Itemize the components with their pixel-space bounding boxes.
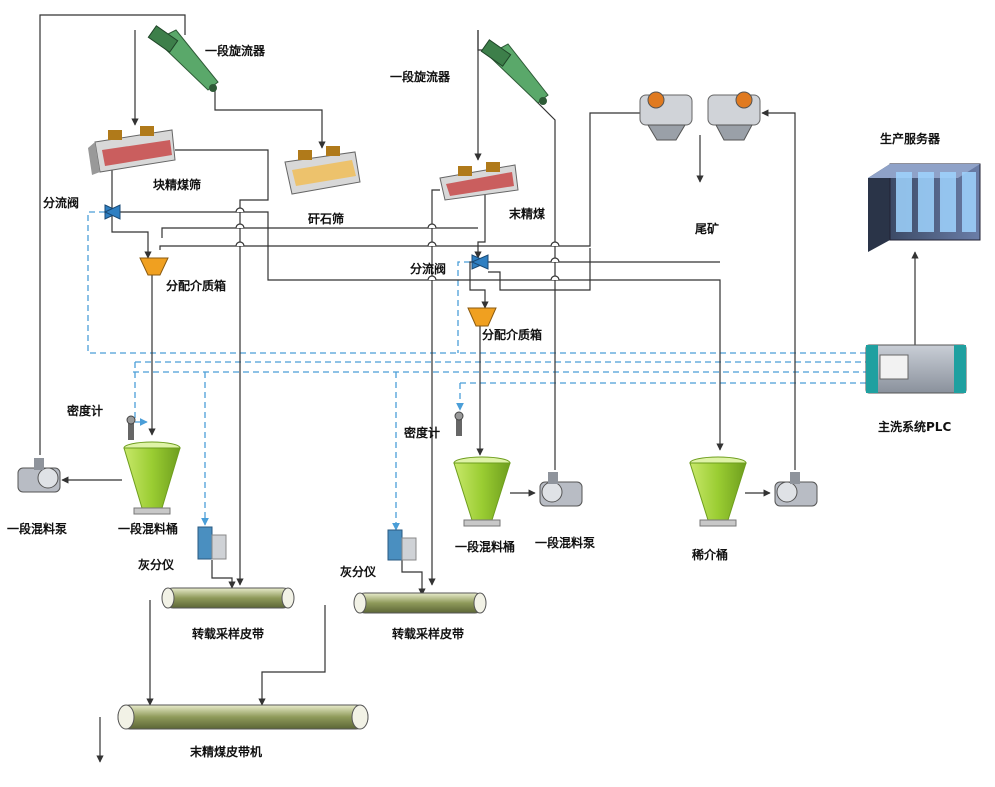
label-tank-left: 一段混料桶 [118,522,179,536]
label-cyclone-right: 一段旋流器 [390,70,451,84]
plc-controller [865,344,967,394]
dilute-tank [689,456,747,527]
label-plc: 主洗系统PLC [878,420,952,434]
pump-mid [539,472,583,507]
label-tank-mid: 一段混料桶 [455,540,516,554]
label-pump-left: 一段混料泵 [7,522,68,536]
label-densimeter-left: 密度计 [67,404,104,418]
label-ash-left: 灰分仪 [138,558,175,572]
pump-left [17,458,61,493]
distribution-box-left [139,257,169,276]
cyclone-right [480,39,549,105]
mixing-tank-left [123,441,181,515]
label-tailings: 尾矿 [695,222,720,236]
label-splitter-right: 分流阀 [410,262,447,276]
transfer-belt-right [353,592,487,614]
label-fine-coal: 末精煤 [509,207,546,221]
main-belt-conveyor [117,704,369,730]
fine-coal-screen [439,162,519,201]
label-dist-box-left: 分配介质箱 [166,279,227,293]
ash-analyzer-left [197,526,227,560]
label-cyclone-left: 一段旋流器 [205,44,266,58]
label-lump-screen: 块精煤筛 [153,178,202,192]
ash-analyzer-right [387,529,417,561]
splitter-valve-left [103,204,122,220]
gangue-screen [284,146,361,195]
label-splitter-left: 分流阀 [43,196,80,210]
process-lines [39,14,919,763]
densimeter-right [454,411,464,436]
splitter-valve-right [470,254,490,270]
label-gangue-screen: 矸石筛 [308,212,345,226]
label-belt-left: 转载采样皮带 [192,627,265,641]
label-densimeter-right: 密度计 [404,426,441,440]
line-crossovers [235,207,560,281]
label-belt-right: 转载采样皮带 [392,627,465,641]
label-ash-right: 灰分仪 [340,565,377,579]
production-server [868,163,981,252]
mixing-tank-mid [453,456,511,527]
densimeter-left [126,415,136,440]
label-main-belt: 末精煤皮带机 [190,745,263,759]
distribution-box-right [467,307,497,327]
lump-coal-screen [88,126,176,175]
label-dist-box-right: 分配介质箱 [482,328,543,342]
label-server: 生产服务器 [880,132,941,146]
magnetic-separator [639,91,761,141]
label-dilute-tank: 稀介桶 [692,548,729,562]
pump-right [774,472,818,507]
label-pump-mid: 一段混料泵 [535,536,596,550]
transfer-belt-left [161,587,295,609]
cyclone-left [147,25,219,92]
